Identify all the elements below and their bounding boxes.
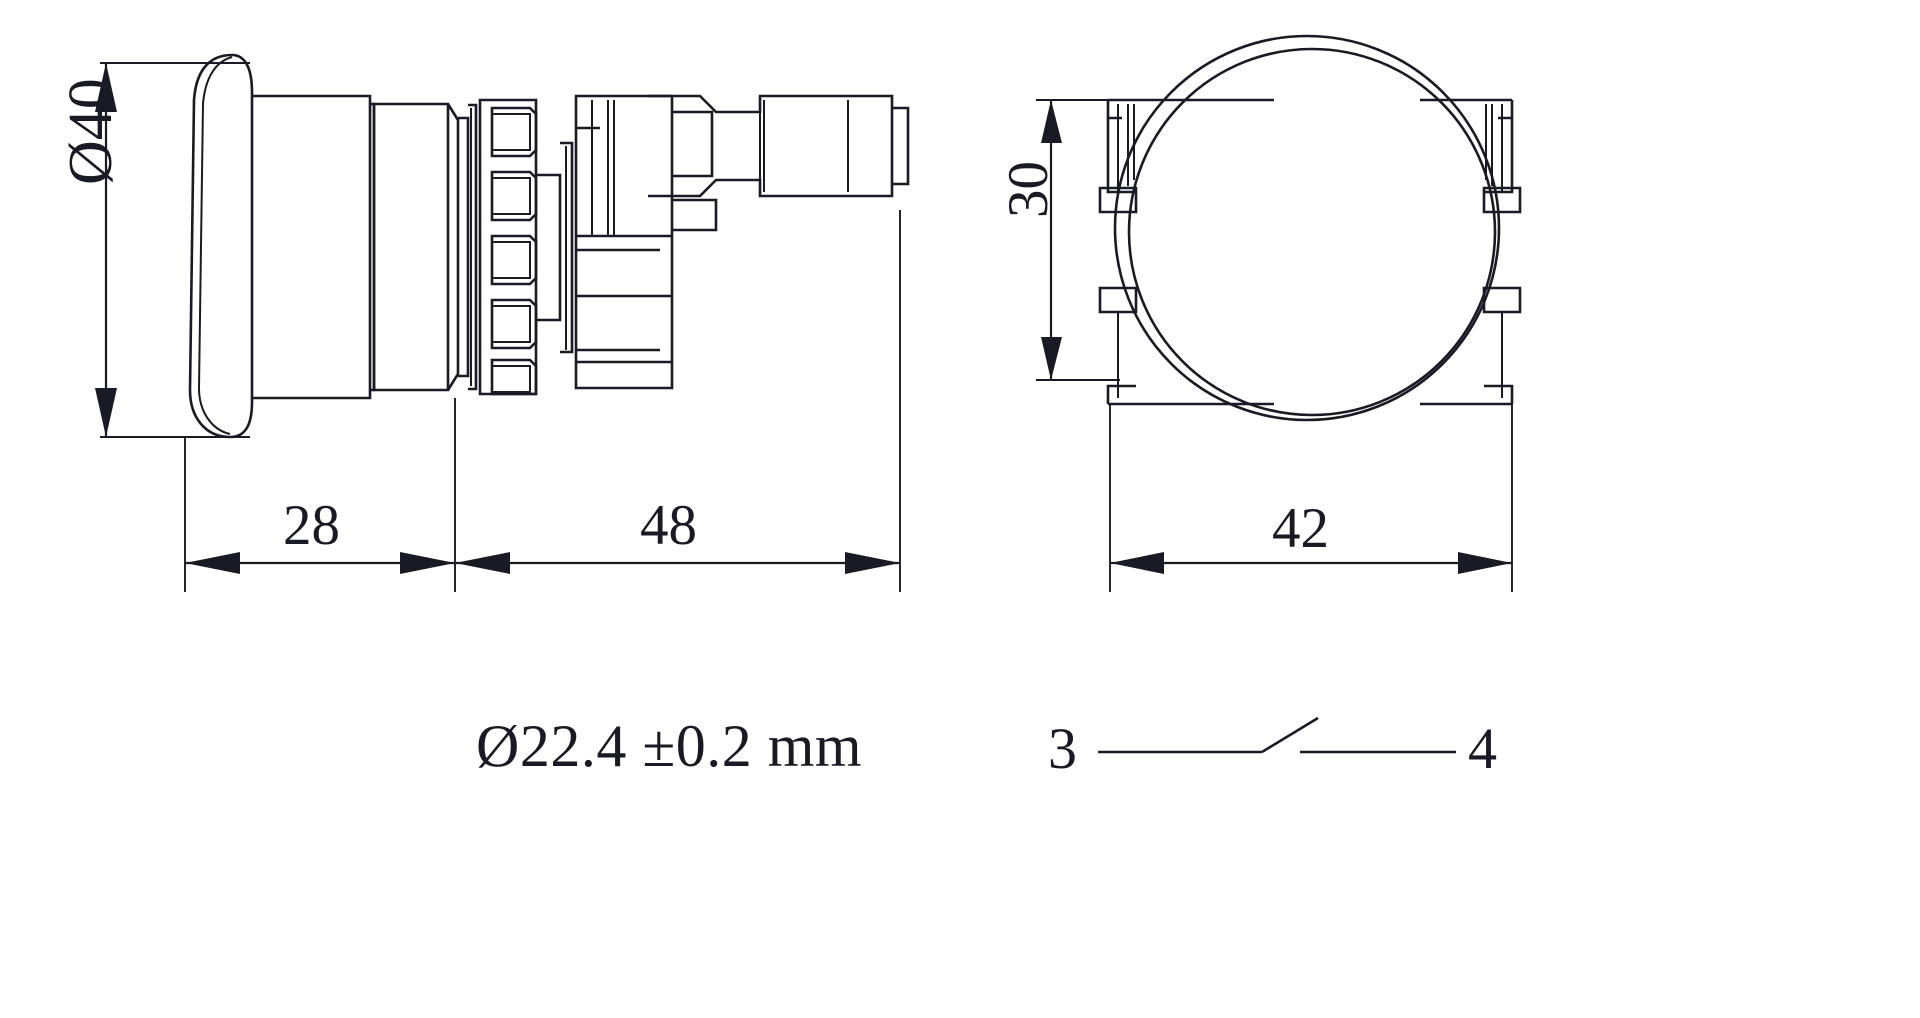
arm-shoulder — [672, 110, 714, 178]
arrow-48-left — [455, 552, 510, 574]
mounting-nut-body — [478, 98, 538, 396]
rear-shoulder — [560, 141, 574, 354]
mushroom-head-inner-edge — [197, 56, 233, 435]
bezel-body — [372, 102, 450, 392]
mushroom-head-circle-outer — [1113, 34, 1501, 422]
bezel-chamfer — [446, 103, 460, 391]
bracket-top-right — [1498, 100, 1514, 120]
side-view-dimensions — [95, 62, 901, 592]
bracket-top-right-body — [1484, 118, 1514, 194]
arrow-d40-up — [95, 63, 117, 112]
head-skirt — [252, 94, 372, 400]
arrow-30-up — [1041, 100, 1062, 143]
dimension-label-diameter-40: Ø40 — [57, 78, 125, 185]
upper-terminal-arm — [648, 94, 894, 198]
arrow-28-right — [400, 552, 455, 574]
arrow-30-down — [1041, 337, 1062, 380]
arrow-d40-down — [95, 388, 117, 437]
arrow-28-left — [185, 552, 240, 574]
upper-terminal-tip — [892, 106, 910, 186]
mounting-nut-teeth — [490, 106, 538, 396]
lug-right-upper — [1482, 186, 1522, 214]
bracket-top-left-body — [1106, 118, 1136, 194]
bracket-bottom-right — [1484, 384, 1514, 404]
sealing-ring-2 — [468, 103, 478, 391]
rear-shaft — [536, 173, 562, 322]
lower-bracket — [672, 198, 718, 232]
dimension-label-48: 48 — [640, 494, 697, 557]
arrow-42-right — [1458, 552, 1512, 574]
contact-symbol-graphic — [1098, 716, 1456, 754]
lug-left-upper — [1098, 186, 1138, 214]
contact-block-detail — [576, 100, 672, 364]
lug-left-lower — [1098, 286, 1138, 314]
bracket-top-left — [1106, 100, 1122, 120]
dimension-label-28: 28 — [283, 494, 340, 557]
sealing-ring-1 — [458, 116, 470, 378]
contact-block-housing — [574, 94, 674, 390]
bracket-bottom-left — [1106, 384, 1136, 404]
contact-blade — [1261, 716, 1319, 754]
dimension-label-30: 30 — [997, 161, 1060, 218]
side-view-geometry — [188, 53, 910, 439]
arrow-42-left — [1110, 552, 1164, 574]
mounting-hole-note: Ø22.4 ±0.2 mm — [476, 713, 863, 779]
mushroom-head-circle-inner — [1127, 47, 1497, 417]
terminal-label-3: 3 — [1048, 716, 1077, 781]
dimension-label-42: 42 — [1272, 497, 1329, 560]
front-view-dimensions — [1036, 99, 1513, 592]
arrow-48-right — [845, 552, 900, 574]
terminal-label-4: 4 — [1468, 716, 1497, 781]
front-view-geometry — [1098, 34, 1522, 422]
